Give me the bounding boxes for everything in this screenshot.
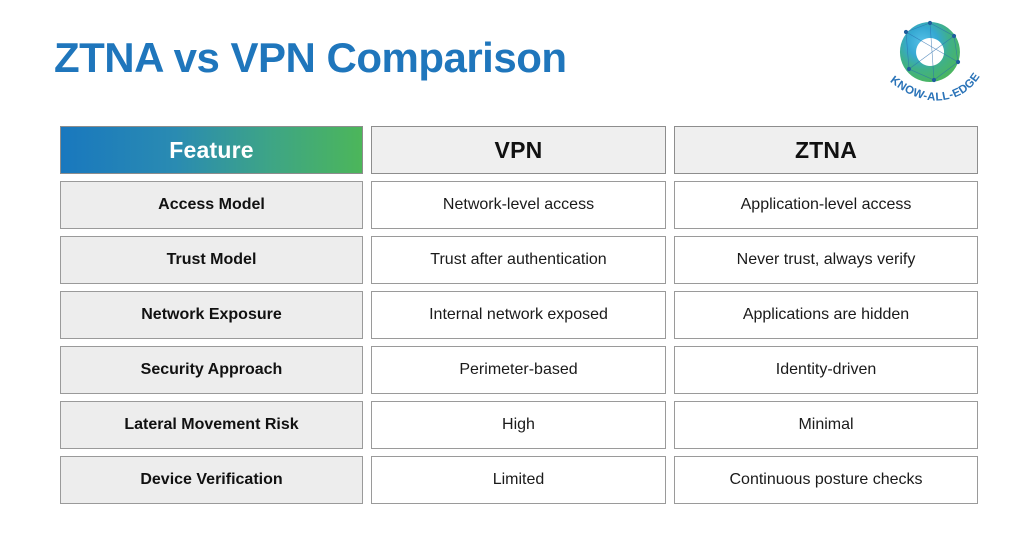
vpn-value: Trust after authentication [371, 236, 666, 284]
vpn-value: High [371, 401, 666, 449]
vpn-value: Perimeter-based [371, 346, 666, 394]
feature-label: Trust Model [60, 236, 363, 284]
table-header-row: Feature VPN ZTNA [60, 126, 978, 174]
table-row: Lateral Movement Risk High Minimal [60, 401, 978, 449]
feature-label: Network Exposure [60, 291, 363, 339]
table-row: Access Model Network-level access Applic… [60, 181, 978, 229]
table-row: Network Exposure Internal network expose… [60, 291, 978, 339]
vpn-value: Limited [371, 456, 666, 504]
network-ring-icon [899, 20, 961, 83]
ztna-value: Identity-driven [674, 346, 978, 394]
vpn-value: Network-level access [371, 181, 666, 229]
feature-label: Device Verification [60, 456, 363, 504]
column-header-feature: Feature [60, 126, 363, 174]
ztna-vpn-comparison-table: Feature VPN ZTNA Access Model Network-le… [52, 119, 986, 511]
table-row: Trust Model Trust after authentication N… [60, 236, 978, 284]
table-header: Feature VPN ZTNA [60, 126, 978, 174]
page-header: ZTNA vs VPN Comparison [0, 0, 1024, 115]
ztna-value: Applications are hidden [674, 291, 978, 339]
know-all-edge-logo: KNOW-ALL-EDGE [884, 14, 992, 102]
table-row: Device Verification Limited Continuous p… [60, 456, 978, 504]
feature-label: Access Model [60, 181, 363, 229]
feature-label: Lateral Movement Risk [60, 401, 363, 449]
vpn-value: Internal network exposed [371, 291, 666, 339]
table-body: Access Model Network-level access Applic… [60, 181, 978, 504]
table-row: Security Approach Perimeter-based Identi… [60, 346, 978, 394]
ztna-value: Minimal [674, 401, 978, 449]
column-header-vpn: VPN [371, 126, 666, 174]
ztna-value: Application-level access [674, 181, 978, 229]
page-title: ZTNA vs VPN Comparison [54, 34, 567, 81]
ztna-value: Never trust, always verify [674, 236, 978, 284]
column-header-ztna: ZTNA [674, 126, 978, 174]
feature-label: Security Approach [60, 346, 363, 394]
logo-mark-icon: KNOW-ALL-EDGE [888, 20, 982, 102]
ztna-value: Continuous posture checks [674, 456, 978, 504]
